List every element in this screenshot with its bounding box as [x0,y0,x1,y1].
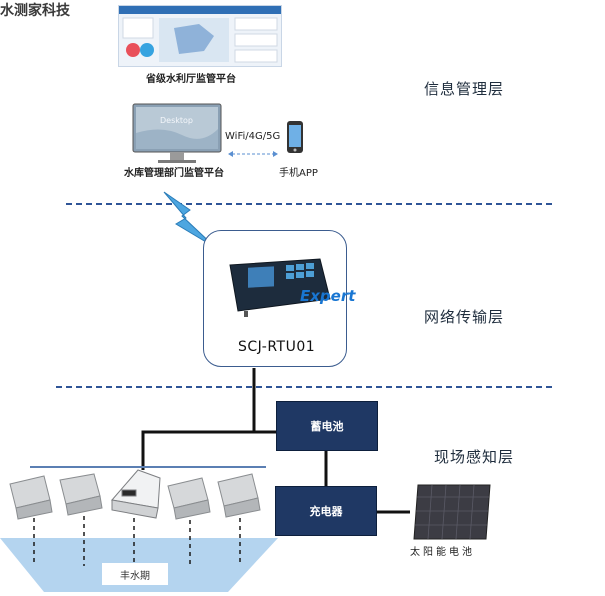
layer-separator-bottom [56,386,552,388]
dashboard-screen-icon [119,6,281,63]
sensor-4-icon [167,477,211,520]
sensor-5-icon [217,473,261,518]
monitor-icon [132,103,222,163]
reservoir-platform-label: 水库管理部门监管平台 [124,168,224,179]
layer-separator-top [66,203,552,205]
wireless-link-label: WiFi/4G/5G [225,131,281,142]
desktop-monitor [132,103,222,169]
info-layer-label: 信息管理层 [424,80,505,98]
province-dashboard-image [118,5,282,67]
watermark-text: 水测家科技 [0,3,70,19]
sensor-1-icon [9,475,53,520]
charger-label: 充电器 [309,505,343,518]
sensor-mount-bar [30,466,266,468]
field-layer-label: 现场感知层 [434,448,515,466]
sensor-2-icon [59,473,103,516]
rtu-device-image [224,255,334,321]
monitor-screen-text: Desktop [160,116,193,125]
sensor-probe-lines [33,516,241,566]
phone-icon [286,120,304,158]
rtu-model-label: SCJ-RTU01 [238,339,316,355]
province-platform-label: 省级水利厅监管平台 [146,74,236,85]
river-season-label: 丰水期 [102,563,168,585]
rtu-brand-text: Expert [300,287,356,305]
battery-box: 蓄电池 [276,401,378,451]
network-layer-label: 网络传输层 [424,308,505,326]
charger-box: 充电器 [275,486,377,536]
mobile-app-label: 手机APP [279,168,318,179]
sensor-3-icon [111,469,161,519]
link-arrow-icon [228,143,278,162]
battery-label: 蓄电池 [310,420,344,433]
solar-panel-image [412,483,492,545]
solar-panel-label: 太阳能电池 [410,547,475,558]
